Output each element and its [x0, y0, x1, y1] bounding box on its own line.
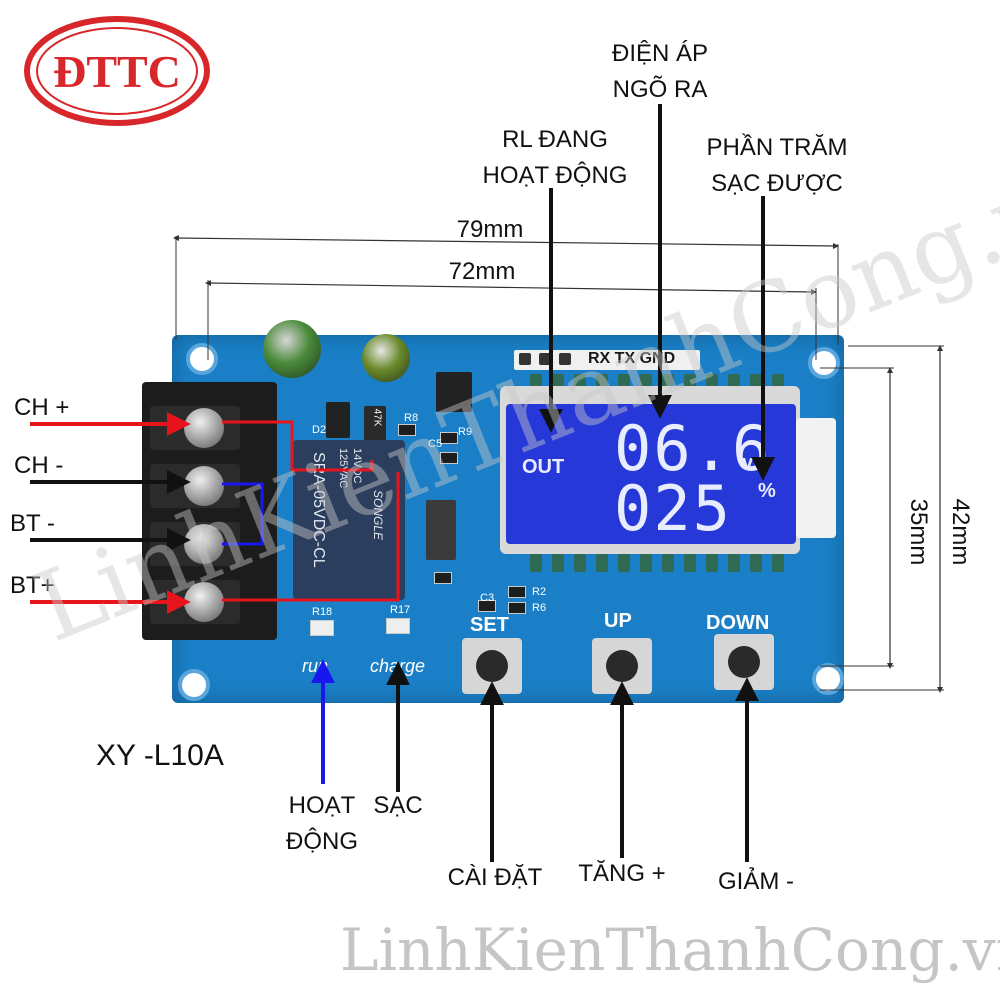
label-ch-minus: CH - [14, 452, 64, 479]
logo-text: ĐTTC [53, 46, 181, 97]
label-run-line1: HOẠT [288, 792, 356, 819]
silk-r2: R2 [532, 586, 547, 598]
lcd-pin [706, 554, 718, 572]
lcd-out-indicator: OUT [522, 456, 565, 478]
lcd-pin [728, 554, 740, 572]
label-set: CÀI ĐẶT [447, 864, 543, 891]
header-pin-hole [539, 353, 551, 365]
silk-r9: R9 [458, 426, 473, 438]
silk-c3: C3 [480, 592, 495, 604]
label-relay-line1: RL ĐANG [502, 126, 608, 153]
smd-component [508, 602, 526, 614]
lcd-voltage-value: 06.6 [614, 412, 772, 485]
resistor-47k [364, 406, 386, 444]
smd-component [440, 452, 458, 464]
trace-red [222, 472, 400, 602]
label-percent-line1: PHẦN TRĂM [706, 134, 848, 161]
lcd-bezel-right [796, 418, 836, 538]
button-cap[interactable] [606, 650, 638, 682]
label-percent-line2: SẠC ĐƯỢC [711, 170, 843, 197]
lcd-percent-value: 025 [614, 472, 732, 545]
lcd-percent-unit: % [758, 480, 776, 502]
diode [326, 402, 350, 438]
label-run-line2: ĐỘNG [286, 828, 358, 855]
silk-r6: R6 [532, 602, 547, 614]
label-up: TĂNG + [578, 860, 666, 887]
silk-c5: C5 [428, 438, 443, 450]
smd-component [440, 432, 458, 444]
dttc-logo: ĐTTC [22, 12, 212, 130]
lcd-pin [530, 554, 542, 572]
model-label: XY -L10A [96, 739, 224, 772]
mount-hole [186, 343, 218, 375]
silk-down: DOWN [706, 612, 770, 634]
transistor [426, 500, 456, 560]
label-bt-plus: BT+ [10, 572, 55, 599]
mount-hole [808, 347, 840, 379]
silk-set: SET [470, 614, 509, 636]
dim-line-79mm [173, 235, 839, 249]
ic-chip [436, 372, 472, 412]
smd-component [398, 424, 416, 436]
lcd-pin [596, 554, 608, 572]
label-voltage-line2: NGÕ RA [612, 76, 708, 103]
lcd-pin [640, 554, 652, 572]
smd-component [508, 586, 526, 598]
label-down: GIẢM - [718, 868, 794, 895]
mount-hole [178, 669, 210, 701]
lcd-pin [618, 554, 630, 572]
lcd-pin [574, 554, 586, 572]
silk-up: UP [604, 610, 632, 632]
led-run [310, 620, 334, 636]
smd-component [434, 572, 452, 584]
button-cap[interactable] [728, 646, 760, 678]
capacitor [362, 334, 410, 382]
silk-r17: R17 [390, 604, 411, 616]
smd-component [478, 600, 496, 612]
lcd-pin [662, 554, 674, 572]
capacitor [263, 320, 321, 378]
label-bt-minus: BT - [10, 510, 55, 537]
label-ch-plus: CH + [14, 394, 70, 421]
lcd-pin [552, 554, 564, 572]
trace-red [222, 420, 374, 472]
button-cap[interactable] [476, 650, 508, 682]
lcd-pin [772, 554, 784, 572]
silk-r18: R18 [312, 606, 333, 618]
silk-d2: D2 [312, 424, 327, 436]
label-relay-line2: HOẠT ĐỘNG [482, 162, 628, 189]
relay: SRA-05VDC-CL SONGLE 14VDC 125VAC [293, 440, 405, 600]
header-pins-label: RX TX GND [588, 350, 676, 367]
lcd-voltage-unit: v [742, 452, 754, 474]
header-pin-hole [519, 353, 531, 365]
lcd-pin [750, 554, 762, 572]
lcd-pin [684, 554, 696, 572]
silk-r8: R8 [404, 412, 419, 424]
label-charge: SẠC [373, 792, 423, 819]
lcd-display: OUT 06.6 v 025 % [506, 404, 796, 544]
dim-line-72mm [205, 280, 817, 295]
watermark-bottom: LinhKienThanhCong.vn [340, 916, 1000, 984]
led-charge [386, 618, 410, 634]
header-pin-hole [559, 353, 571, 365]
trace-blue [222, 482, 264, 546]
label-voltage-line1: ĐIỆN ÁP [611, 40, 709, 67]
